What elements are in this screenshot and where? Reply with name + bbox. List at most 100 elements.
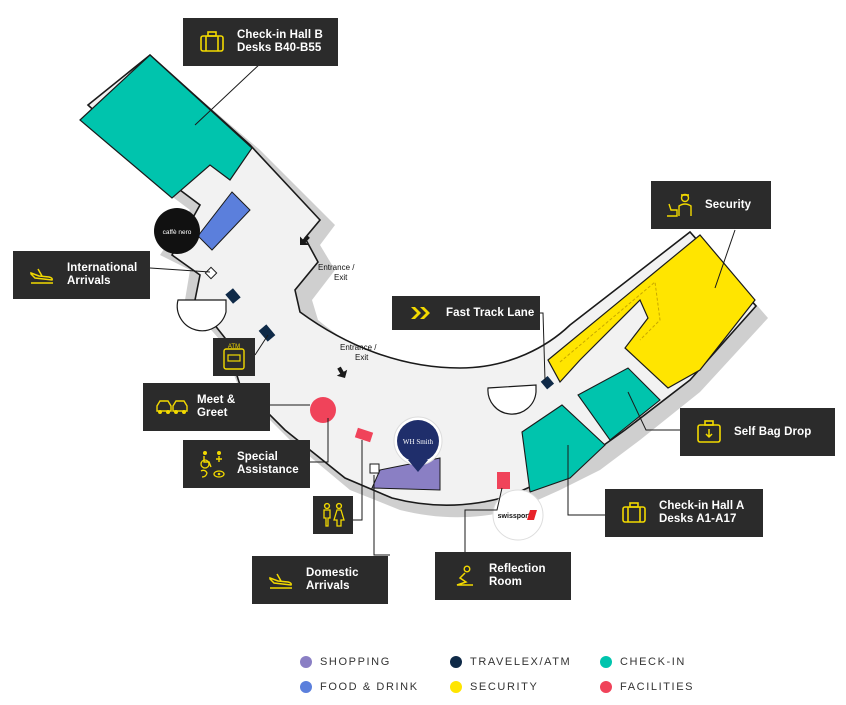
reflection-room-line2: Room bbox=[489, 576, 522, 588]
fast-track-dashed-path bbox=[559, 281, 661, 363]
checkin-hall-b-area bbox=[79, 54, 253, 199]
fast-track-text: Fast Track Lane bbox=[446, 307, 534, 320]
self-bag-drop-line1: Self Bag Drop bbox=[734, 425, 812, 438]
whsmith-pin[interactable] bbox=[397, 420, 439, 462]
reflection-room-area bbox=[497, 472, 510, 489]
special-assistance-text: Special Assistance bbox=[237, 451, 299, 477]
legend-label: FACILITIES bbox=[620, 681, 695, 693]
legend-item-food-drink: FOOD & DRINK bbox=[300, 681, 419, 693]
meet-greet-area bbox=[310, 397, 336, 423]
legend-dot bbox=[300, 681, 312, 693]
self-bag-drop-area bbox=[577, 367, 661, 441]
legend-label: FOOD & DRINK bbox=[320, 681, 419, 693]
checkin-hall-a-area bbox=[521, 404, 606, 493]
legend-dot bbox=[600, 656, 612, 668]
security-text: Security bbox=[705, 199, 751, 212]
callout-self-bag-drop[interactable]: Self Bag Drop bbox=[680, 408, 835, 456]
entrance-label-2-line1: Entrance / bbox=[340, 343, 377, 352]
swissport-pin[interactable] bbox=[492, 489, 544, 541]
entrance-label-2-line2: Exit bbox=[355, 353, 369, 362]
checkin-hall-a-line1: Check-in Hall A bbox=[659, 500, 745, 512]
special-assistance-line2: Assistance bbox=[237, 464, 299, 476]
self-bag-drop-text: Self Bag Drop bbox=[734, 426, 811, 439]
legend-item-travelex-atm: TRAVELEX/ATM bbox=[450, 656, 571, 668]
callout-checkin-hall-a[interactable]: Check-in Hall A Desks A1-A17 bbox=[605, 489, 763, 537]
cafe-pin-label: caffè nero bbox=[163, 229, 192, 236]
entrance-arrow-1 bbox=[300, 235, 310, 245]
legend-item-check-in: CHECK-IN bbox=[600, 656, 686, 668]
legend-dot bbox=[450, 656, 462, 668]
intl-arrivals-line2: Arrivals bbox=[67, 275, 111, 287]
reflection-room-text: Reflection Room bbox=[489, 563, 546, 589]
pillar-2 bbox=[487, 384, 537, 415]
cafe-pin[interactable] bbox=[154, 208, 200, 254]
chevrons-icon bbox=[404, 306, 438, 320]
intl-arrivals-text: International Arrivals bbox=[67, 262, 137, 288]
callout-checkin-hall-b[interactable]: Check-in Hall B Desks B40-B55 bbox=[183, 18, 338, 66]
reflection-room-line1: Reflection bbox=[489, 563, 546, 575]
travelex-block-3 bbox=[540, 375, 555, 390]
legend-label: SECURITY bbox=[470, 681, 539, 693]
toilets-icon bbox=[323, 502, 345, 527]
checkin-hall-b-line1: Check-in Hall B bbox=[237, 29, 323, 41]
entrance-label-1-line1: Entrance / bbox=[318, 263, 355, 272]
legend-dot bbox=[450, 681, 462, 693]
checkin-hall-b-text: Check-in Hall B Desks B40-B55 bbox=[237, 29, 323, 55]
callout-international-arrivals[interactable]: International Arrivals bbox=[13, 251, 150, 299]
legend-item-facilities: FACILITIES bbox=[600, 681, 694, 693]
accessibility-icon bbox=[195, 449, 229, 479]
checkin-hall-b-line2: Desks B40-B55 bbox=[237, 42, 322, 54]
entrance-arrow-2 bbox=[336, 366, 348, 378]
checkin-hall-a-text: Check-in Hall A Desks A1-A17 bbox=[659, 500, 744, 526]
security-officer-icon bbox=[663, 192, 697, 218]
callout-toilets[interactable] bbox=[313, 496, 353, 534]
legend-item-security: SECURITY bbox=[450, 681, 538, 693]
fast-track-line1: Fast Track Lane bbox=[446, 306, 535, 319]
swissport-pin-label: swissport bbox=[498, 513, 531, 520]
meet-greet-line2: Greet bbox=[197, 407, 228, 419]
callout-domestic-arrivals[interactable]: Domestic Arrivals bbox=[252, 556, 388, 604]
cars-icon bbox=[155, 397, 189, 417]
security-area bbox=[547, 234, 756, 389]
plane-landing-icon-2 bbox=[264, 570, 298, 590]
callout-fast-track[interactable]: Fast Track Lane bbox=[392, 296, 540, 330]
domestic-arrivals-line2: Arrivals bbox=[306, 580, 350, 592]
domestic-arrivals-line1: Domestic bbox=[306, 567, 359, 579]
legend-dot bbox=[600, 681, 612, 693]
atm-label: ATM bbox=[228, 344, 240, 350]
checkin-hall-a-line2: Desks A1-A17 bbox=[659, 513, 737, 525]
toilets-area bbox=[354, 427, 374, 443]
travelex-block-2 bbox=[258, 324, 276, 342]
bag-drop-icon bbox=[692, 420, 726, 444]
callout-meet-greet[interactable]: Meet & Greet bbox=[143, 383, 270, 431]
whsmith-pin-tail bbox=[408, 460, 428, 472]
callout-security[interactable]: Security bbox=[651, 181, 771, 229]
legend-dot bbox=[300, 656, 312, 668]
callout-reflection-room[interactable]: Reflection Room bbox=[435, 552, 571, 600]
intl-arrivals-marker bbox=[204, 266, 218, 280]
luggage-icon bbox=[195, 31, 229, 53]
legend-label: CHECK-IN bbox=[620, 656, 686, 668]
atm-icon: ATM bbox=[223, 344, 245, 370]
domestic-arrivals-text: Domestic Arrivals bbox=[306, 567, 359, 593]
pillar-1 bbox=[176, 299, 227, 332]
meet-greet-line1: Meet & bbox=[197, 394, 236, 406]
food-drink-area bbox=[197, 191, 251, 251]
entrance-label-1-line2: Exit bbox=[334, 273, 348, 282]
legend-item-shopping: SHOPPING bbox=[300, 656, 391, 668]
legend-label: TRAVELEX/ATM bbox=[470, 656, 572, 668]
travelex-block-1 bbox=[225, 288, 241, 304]
intl-arrivals-line1: International bbox=[67, 262, 138, 274]
meet-greet-text: Meet & Greet bbox=[197, 394, 235, 420]
whsmith-pin-label: WH Smith bbox=[403, 438, 434, 446]
special-assistance-line1: Special bbox=[237, 451, 278, 463]
legend: SHOPPING TRAVELEX/ATM CHECK-IN FOOD & DR… bbox=[300, 656, 720, 696]
callout-atm[interactable]: ATM bbox=[213, 338, 255, 376]
swissport-flag-icon bbox=[527, 510, 537, 520]
callout-special-assistance[interactable]: Special Assistance bbox=[183, 440, 310, 488]
legend-label: SHOPPING bbox=[320, 656, 391, 668]
domestic-arrivals-marker bbox=[369, 463, 380, 474]
plane-landing-icon bbox=[25, 265, 59, 285]
security-line1: Security bbox=[705, 198, 752, 211]
